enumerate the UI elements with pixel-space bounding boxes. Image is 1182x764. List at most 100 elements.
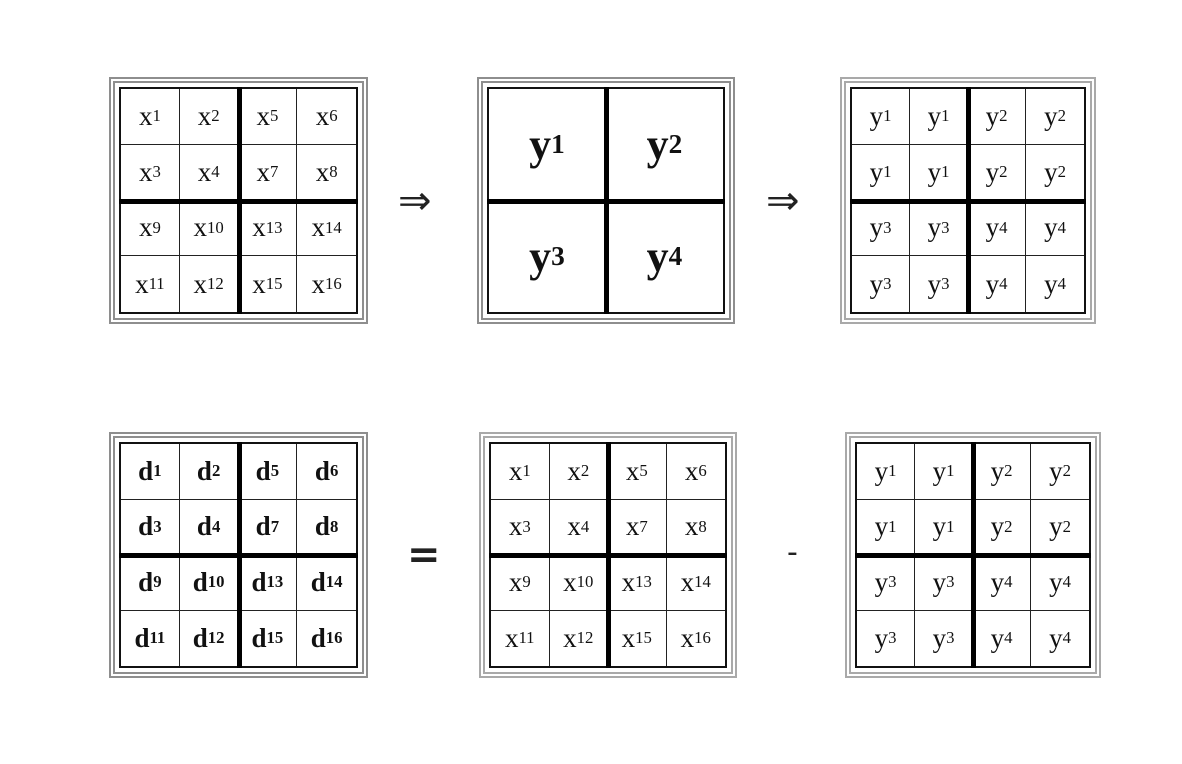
cell-subscript: 1	[888, 461, 897, 481]
cell-variable: d	[138, 511, 154, 542]
cell-variable: y	[1049, 455, 1063, 486]
cell-subscript: 4	[1062, 572, 1071, 592]
cell-subscript: 13	[266, 572, 284, 592]
cell-subscript: 15	[265, 274, 283, 294]
cell-variable: d	[255, 455, 271, 486]
cell-variable: x	[311, 268, 326, 299]
cell-subscript: 7	[639, 516, 648, 536]
cell-variable: y	[1044, 212, 1058, 243]
cell-subscript: 3	[883, 217, 892, 237]
cell-variable: y	[990, 566, 1005, 597]
cell-variable: x	[138, 156, 153, 187]
cell-variable: x	[197, 156, 212, 187]
cell-variable: y	[932, 566, 947, 597]
cell-variable: x	[504, 622, 519, 653]
cell-subscript: 3	[888, 628, 897, 648]
cell-subscript: 1	[941, 106, 950, 126]
cell-subscript: 10	[576, 572, 594, 592]
cell-variable: y	[529, 231, 552, 281]
cell-subscript: 2	[1062, 516, 1071, 536]
cell-subscript: 15	[266, 628, 284, 648]
cell-subscript: 11	[518, 628, 535, 648]
equals-sign: =	[407, 532, 441, 578]
cell-variable: x	[508, 566, 523, 597]
cell-subscript: 11	[148, 274, 165, 294]
cell-variable: y	[1044, 100, 1058, 131]
cell-variable: x	[256, 156, 270, 187]
cell-subscript: 3	[522, 516, 531, 536]
block-divider-horizontal	[489, 553, 727, 558]
cell-variable: x	[680, 566, 695, 597]
cell-subscript: 3	[888, 572, 897, 592]
cell-subscript: 8	[329, 516, 339, 536]
cell-variable: x	[138, 212, 153, 243]
cell-subscript: 1	[522, 461, 531, 481]
cell-subscript: 4	[1004, 628, 1013, 648]
cell-subscript: 13	[635, 572, 652, 592]
cell-subscript: 6	[698, 461, 707, 481]
cell-variable: y	[646, 231, 669, 281]
cell-variable: d	[255, 511, 271, 542]
cell-variable: x	[684, 455, 699, 486]
cell-subscript: 2	[668, 128, 683, 159]
cell-variable: y	[869, 100, 884, 131]
cell-variable: y	[990, 622, 1005, 653]
cell-variable: d	[310, 622, 326, 653]
cell-subscript: 14	[325, 572, 343, 592]
cell-variable: y	[927, 268, 942, 299]
cell-variable: x	[625, 511, 640, 542]
cell-variable: y	[927, 156, 942, 187]
cell-variable: y	[985, 268, 1000, 299]
cell-subscript: 1	[883, 162, 892, 182]
cell-variable: x	[625, 455, 640, 486]
cell-variable: y	[985, 212, 1000, 243]
cell-variable: x	[567, 455, 581, 486]
cell-subscript: 10	[207, 217, 224, 237]
cell-subscript: 4	[668, 240, 683, 271]
cell-variable: x	[315, 156, 330, 187]
cell-variable: x	[563, 566, 577, 597]
cell-subscript: 2	[999, 162, 1008, 182]
cell-variable: y	[869, 212, 884, 243]
cell-subscript: 12	[207, 274, 224, 294]
cell-variable: d	[138, 566, 154, 597]
cell-subscript: 1	[153, 461, 162, 481]
cell-variable: y	[985, 156, 1000, 187]
cell-variable: x	[567, 511, 581, 542]
cell-variable: x	[621, 566, 636, 597]
cell-subscript: 1	[946, 516, 955, 536]
